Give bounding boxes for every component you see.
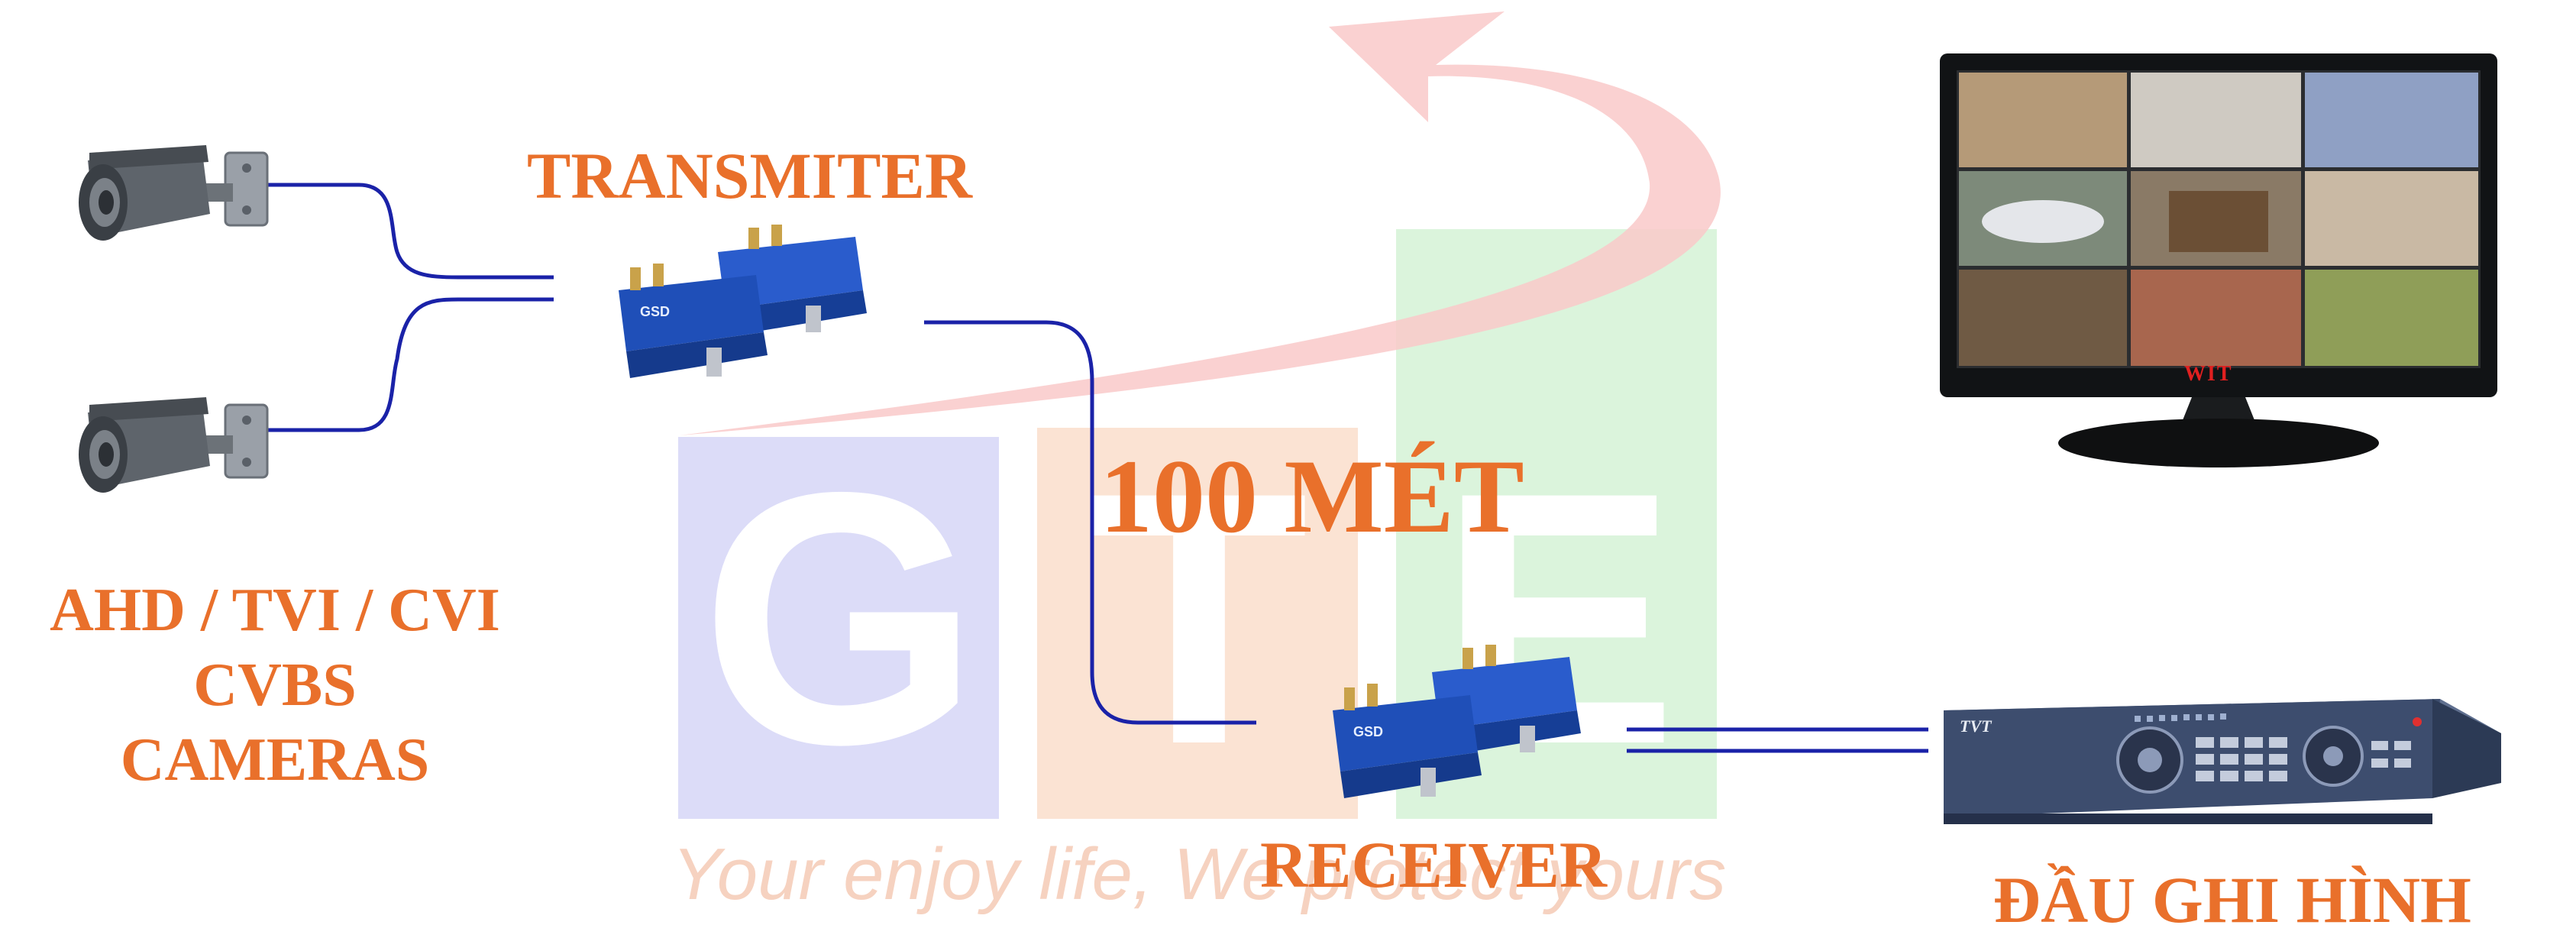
camera-icon (79, 145, 269, 241)
transmitter-brand: GSD (640, 304, 671, 319)
monitor-brand: WIT (2184, 362, 2233, 386)
recorder-label: ĐẦU GHI HÌNH (1993, 863, 2471, 936)
cameras-label-line-3: CAMERAS (120, 726, 430, 794)
cable-100m (924, 320, 1256, 725)
logo-letter-g: G (700, 418, 980, 819)
transmitter-icon (619, 225, 867, 378)
logo-block-blue (678, 437, 999, 819)
receiver-brand: GSD (1353, 724, 1384, 739)
cameras-label-line-1: AHD / TVI / CVI (50, 577, 500, 644)
cameras-label: AHD / TVI / CVI CVBS CAMERAS (15, 573, 535, 797)
receiver-icon (1333, 645, 1581, 798)
cable-camera-bottom (263, 297, 554, 432)
cable-camera-top (263, 183, 554, 280)
transmitter-label: TRANSMITER (527, 139, 972, 212)
monitor-icon (1940, 53, 2497, 467)
dvr-icon (1944, 699, 2501, 824)
camera-icon (79, 397, 269, 493)
dvr-brand: TVT (1960, 716, 1992, 736)
arrow-icon (680, 11, 1721, 435)
camera-feed-grid (1959, 73, 2478, 366)
watermark-tagline: Your enjoy life, We protect yours (672, 833, 1727, 915)
distance-label: 100 MÉT (1100, 438, 1524, 555)
cameras-label-line-2: CVBS (193, 652, 357, 719)
logo-letter-t: T (1089, 418, 1309, 819)
receiver-label: RECEIVER (1260, 828, 1607, 901)
